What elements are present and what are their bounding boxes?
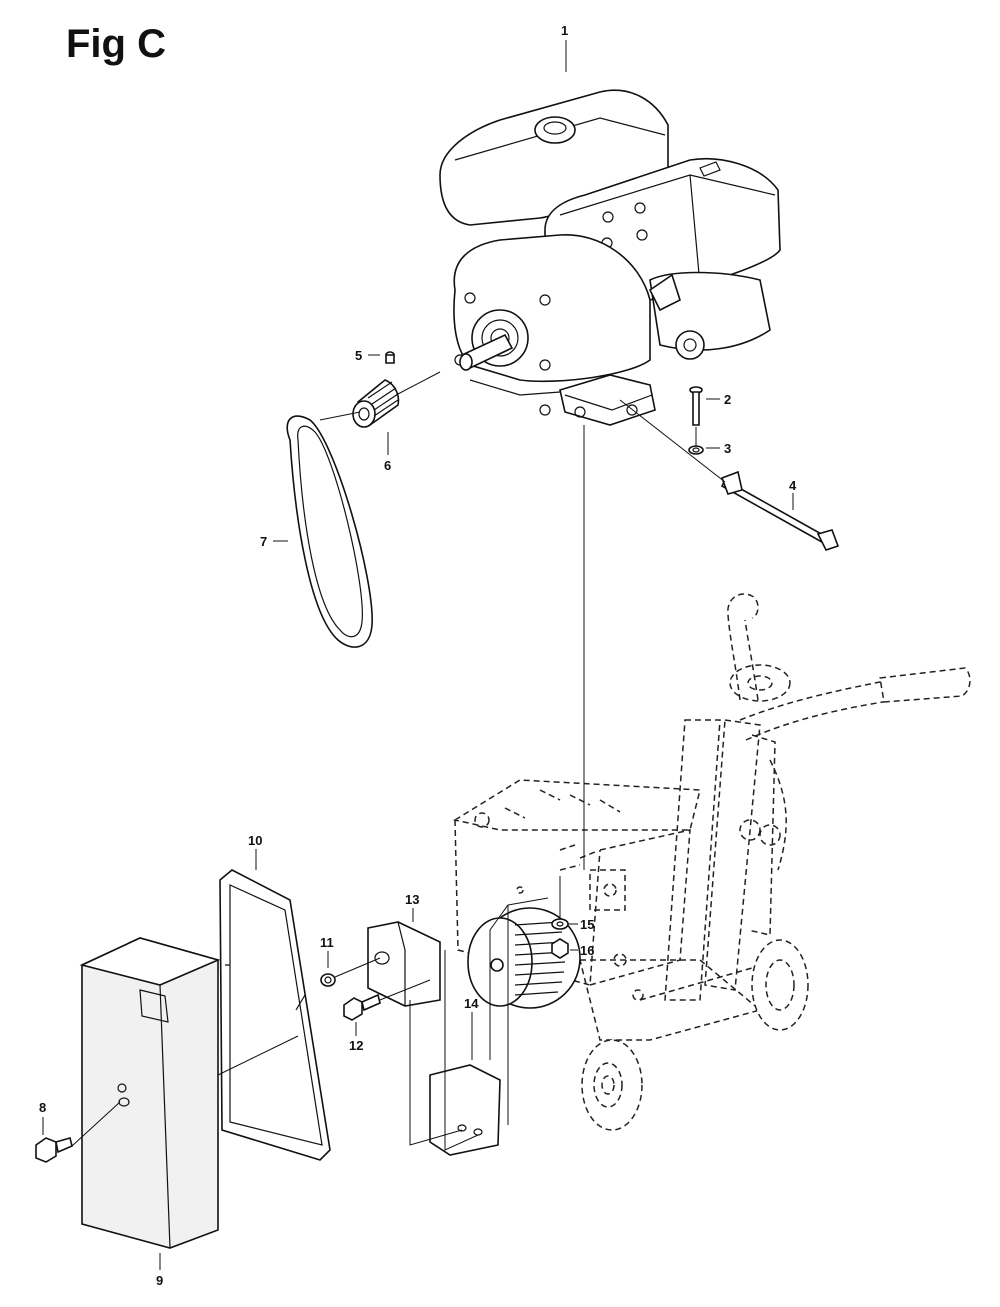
callout-16: 16 bbox=[580, 943, 594, 958]
figure-title: Fig C bbox=[66, 22, 166, 66]
v-belt-part-7 bbox=[286, 415, 373, 648]
washer-part-15 bbox=[551, 918, 569, 930]
bolt-part-2 bbox=[689, 386, 703, 426]
washer-part-11 bbox=[320, 973, 336, 987]
callout-7: 7 bbox=[260, 534, 267, 549]
pulley-part-6 bbox=[352, 379, 400, 428]
drive-pulley bbox=[467, 907, 581, 1009]
callout-8: 8 bbox=[39, 1100, 46, 1115]
callout-15: 15 bbox=[580, 917, 594, 932]
belt-guard-part-9 bbox=[79, 937, 221, 1249]
callout-labels: 1 2 3 4 5 6 7 8 9 10 11 12 13 14 15 16 bbox=[39, 23, 797, 1288]
callout-2: 2 bbox=[724, 392, 731, 407]
callout-leaders bbox=[42, 40, 794, 1270]
washer-part-3 bbox=[688, 445, 704, 455]
bolt-part-8 bbox=[35, 1137, 73, 1163]
callout-5: 5 bbox=[355, 348, 362, 363]
shaft-rod-part-4 bbox=[720, 470, 840, 551]
callout-11: 11 bbox=[320, 935, 334, 950]
machine-frame bbox=[453, 593, 971, 1131]
plate-part-14 bbox=[429, 1064, 501, 1156]
callout-9: 9 bbox=[156, 1273, 163, 1288]
engine bbox=[439, 89, 781, 426]
callout-10: 10 bbox=[248, 833, 262, 848]
callout-1: 1 bbox=[561, 23, 568, 38]
set-screw-part-5 bbox=[385, 351, 395, 364]
callout-14: 14 bbox=[464, 996, 479, 1011]
callout-12: 12 bbox=[349, 1038, 363, 1053]
callout-6: 6 bbox=[384, 458, 391, 473]
callout-3: 3 bbox=[724, 441, 731, 456]
callout-13: 13 bbox=[405, 892, 419, 907]
nut-part-16 bbox=[551, 938, 569, 959]
gasket-frame-part-10 bbox=[219, 869, 331, 1161]
bracket-part-13 bbox=[367, 921, 441, 1007]
callout-4: 4 bbox=[789, 478, 797, 493]
bolt-part-12 bbox=[343, 993, 381, 1021]
assembly-lines bbox=[71, 371, 726, 1151]
